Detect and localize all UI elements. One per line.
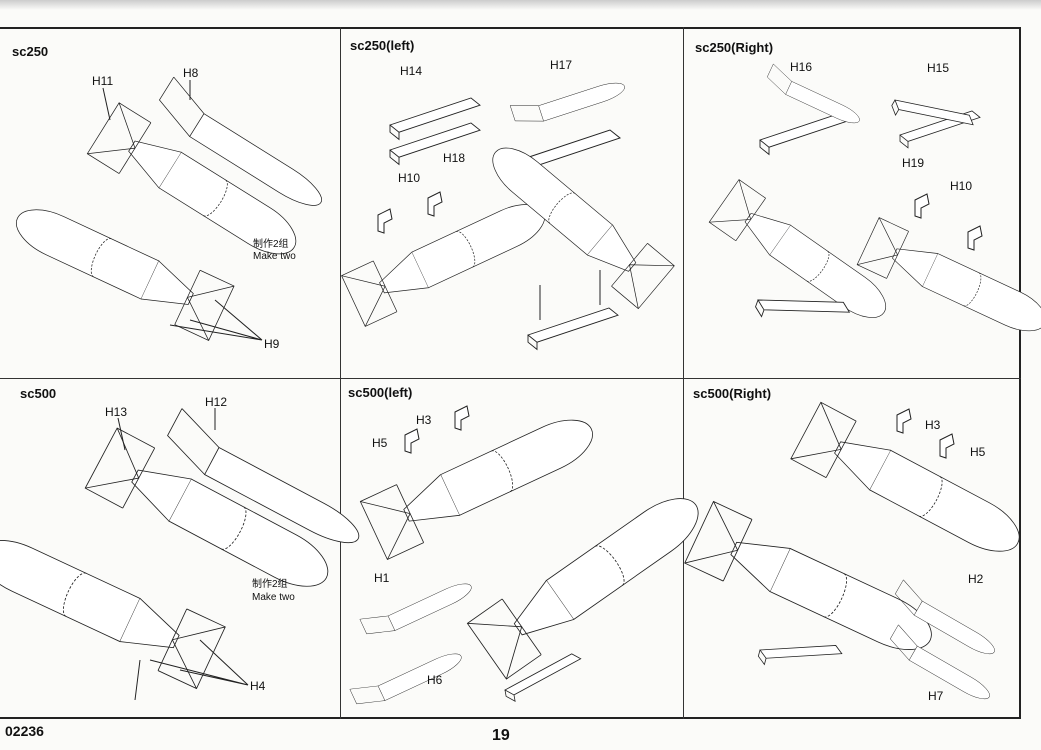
panel-divider (683, 27, 684, 719)
panel-divider (0, 378, 1021, 379)
part-label: H16 (790, 60, 813, 74)
note-cn: 制作2组 (253, 239, 289, 250)
panel-title: sc500 (20, 386, 57, 401)
part-label: H13 (105, 405, 128, 419)
part-label: H3 (925, 418, 941, 432)
part-label: H6 (427, 673, 443, 687)
note-cn: 制作2组 (252, 579, 288, 590)
note-en: Make two (253, 251, 296, 262)
sc250-bomb-drawing (4, 76, 337, 341)
product-code: 02236 (5, 723, 44, 739)
part-label: H8 (183, 66, 199, 80)
part-label: H1 (374, 571, 390, 585)
panel-title: sc500(Right) (693, 386, 772, 401)
part-label: H5 (372, 436, 388, 450)
panel-title: sc250(left) (350, 38, 415, 53)
part-label: H7 (928, 689, 944, 703)
part-label: H12 (205, 395, 228, 409)
page-number: 19 (492, 727, 510, 744)
panel-title: sc250 (12, 44, 49, 59)
panel-divider (340, 27, 341, 719)
part-label: H14 (400, 64, 423, 78)
panel-title: sc250(Right) (695, 40, 774, 55)
part-label: H10 (950, 179, 973, 193)
part-label: H3 (416, 413, 432, 427)
part-label: H17 (550, 58, 573, 72)
part-label: H15 (927, 61, 950, 75)
part-label: H2 (968, 572, 984, 586)
part-label: H19 (902, 156, 925, 170)
part-label: H5 (970, 445, 986, 459)
scan-edge-shadow (0, 0, 1041, 10)
note-en: Make two (252, 592, 295, 603)
part-label: H10 (398, 171, 421, 185)
part-label: H9 (264, 337, 280, 351)
part-label: H11 (92, 74, 114, 88)
part-label: H18 (443, 151, 466, 165)
page-frame (0, 27, 1021, 719)
panel-title: sc500(left) (348, 385, 413, 400)
part-label: H4 (250, 679, 266, 693)
